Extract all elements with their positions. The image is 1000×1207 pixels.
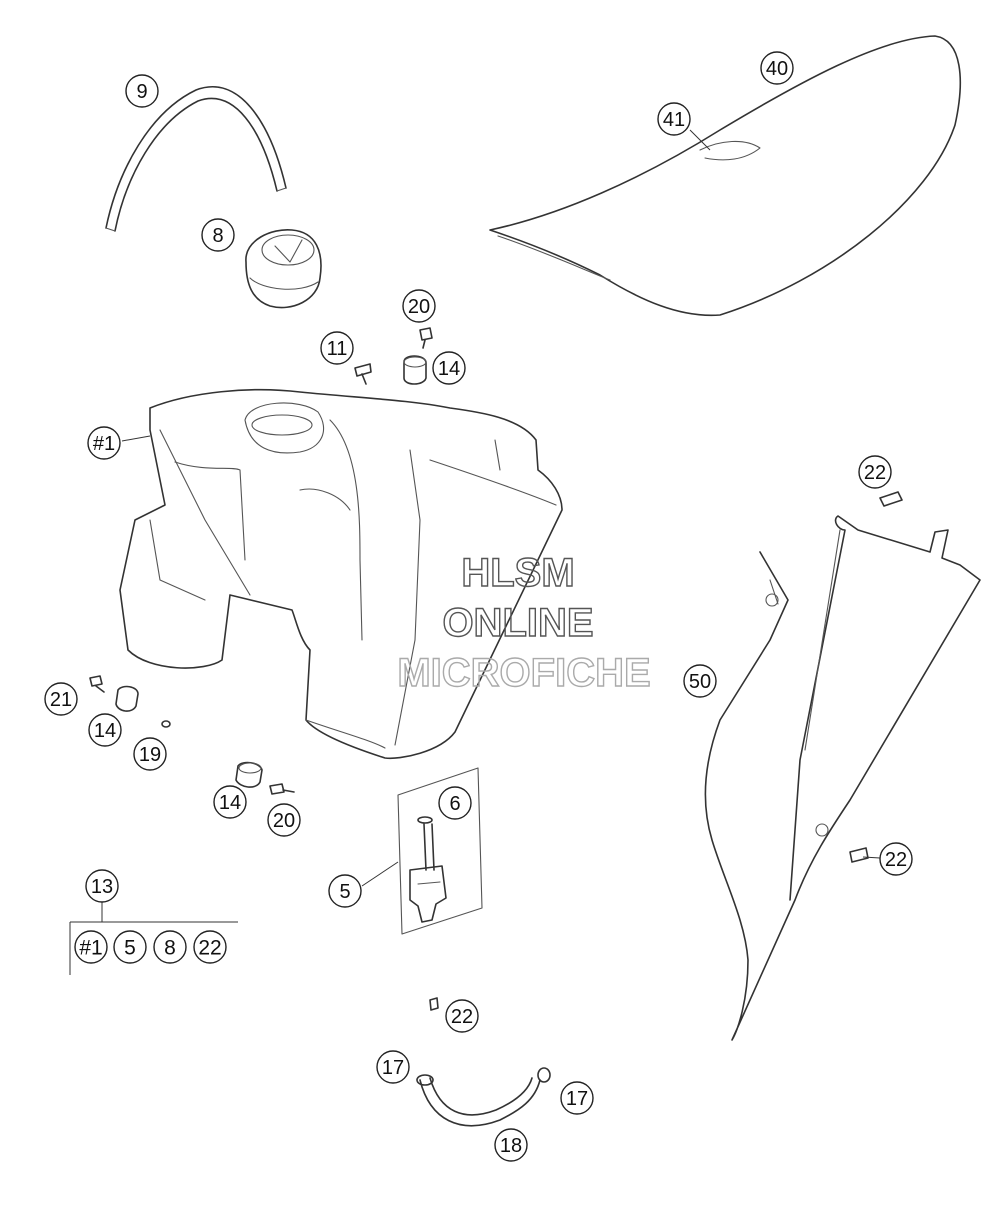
breather-hose	[105, 86, 287, 232]
svg-text:20: 20	[408, 296, 430, 318]
callout-18: 18	[494, 1128, 528, 1162]
svg-text:ONLINE: ONLINE	[442, 601, 593, 645]
screw-20-lower	[269, 783, 295, 795]
svg-text:50: 50	[689, 671, 711, 693]
callout-14-lower: 14	[213, 785, 247, 819]
kit-item-8: 8	[153, 930, 187, 964]
fuel-tap	[397, 767, 483, 935]
svg-text:19: 19	[139, 744, 161, 766]
callout-22-right: 22	[879, 842, 913, 876]
callout-17-right: 17	[560, 1081, 594, 1115]
svg-text:14: 14	[438, 358, 460, 380]
callout-9: 9	[125, 74, 159, 108]
svg-text:MICROFICHE: MICROFICHE	[397, 651, 650, 695]
svg-text:22: 22	[451, 1006, 473, 1028]
screw-22-top	[879, 491, 903, 507]
callout-11: 11	[320, 331, 354, 365]
svg-text:#1: #1	[79, 937, 102, 960]
callout-20-lower: 20	[267, 803, 301, 837]
seat	[489, 35, 962, 317]
svg-text:5: 5	[124, 937, 136, 960]
svg-text:40: 40	[766, 58, 788, 80]
svg-text:9: 9	[136, 81, 147, 103]
svg-text:6: 6	[449, 793, 460, 815]
fuel-cap	[245, 229, 322, 309]
callout-22-top: 22	[858, 455, 892, 489]
svg-text:20: 20	[273, 810, 295, 832]
callout-8: 8	[201, 218, 235, 252]
callout-14-top: 14	[432, 351, 466, 385]
svg-text:14: 14	[219, 792, 241, 814]
bushing-14-lower	[235, 761, 263, 788]
svg-text:17: 17	[382, 1057, 404, 1079]
kit-item-5: 5	[113, 930, 147, 964]
callout-6: 6	[438, 786, 472, 820]
callout-40: 40	[760, 51, 794, 85]
callout-14-left: 14	[88, 713, 122, 747]
svg-text:18: 18	[500, 1135, 522, 1157]
fuel-hose	[416, 1067, 551, 1127]
callout-22-bottom: 22	[445, 999, 479, 1033]
screw-11	[354, 363, 372, 385]
kit-item-1: #1	[74, 930, 108, 964]
callout-41: 41	[657, 102, 691, 136]
svg-text:22: 22	[864, 462, 886, 484]
screw-20-top	[419, 327, 433, 349]
callout-19: 19	[133, 737, 167, 771]
screw-22-right	[849, 847, 869, 863]
callout-50: 50	[683, 664, 717, 698]
svg-text:22: 22	[885, 849, 907, 871]
svg-text:14: 14	[94, 720, 116, 742]
bushing-14-left	[115, 685, 139, 712]
svg-text:5: 5	[339, 881, 350, 903]
callout-21: 21	[44, 682, 78, 716]
callout-13: 13	[85, 869, 119, 903]
screw-22-bottom	[429, 997, 439, 1011]
svg-text:22: 22	[198, 937, 221, 960]
svg-text:13: 13	[91, 876, 113, 898]
svg-text:11: 11	[327, 338, 348, 360]
side-panel	[704, 515, 981, 1041]
screw-21	[89, 675, 105, 693]
fuel-tank	[119, 388, 563, 760]
svg-text:21: 21	[50, 689, 72, 711]
callout-1: #1	[87, 426, 121, 460]
kit-item-22: 22	[193, 930, 227, 964]
svg-text:8: 8	[212, 225, 223, 247]
svg-text:#1: #1	[93, 433, 115, 455]
watermark: HLSM ONLINE MICROFICHE	[397, 550, 652, 695]
svg-text:41: 41	[663, 109, 685, 131]
callout-17-left: 17	[376, 1050, 410, 1084]
svg-text:HLSM: HLSM	[461, 551, 574, 595]
leader-lines	[121, 129, 881, 887]
callout-5: 5	[328, 874, 362, 908]
svg-text:8: 8	[164, 937, 176, 960]
callout-20-top: 20	[402, 289, 436, 323]
washer-19	[161, 720, 171, 728]
bushing-14-top	[403, 355, 427, 385]
kit-frame	[69, 902, 238, 975]
svg-text:17: 17	[566, 1088, 588, 1110]
